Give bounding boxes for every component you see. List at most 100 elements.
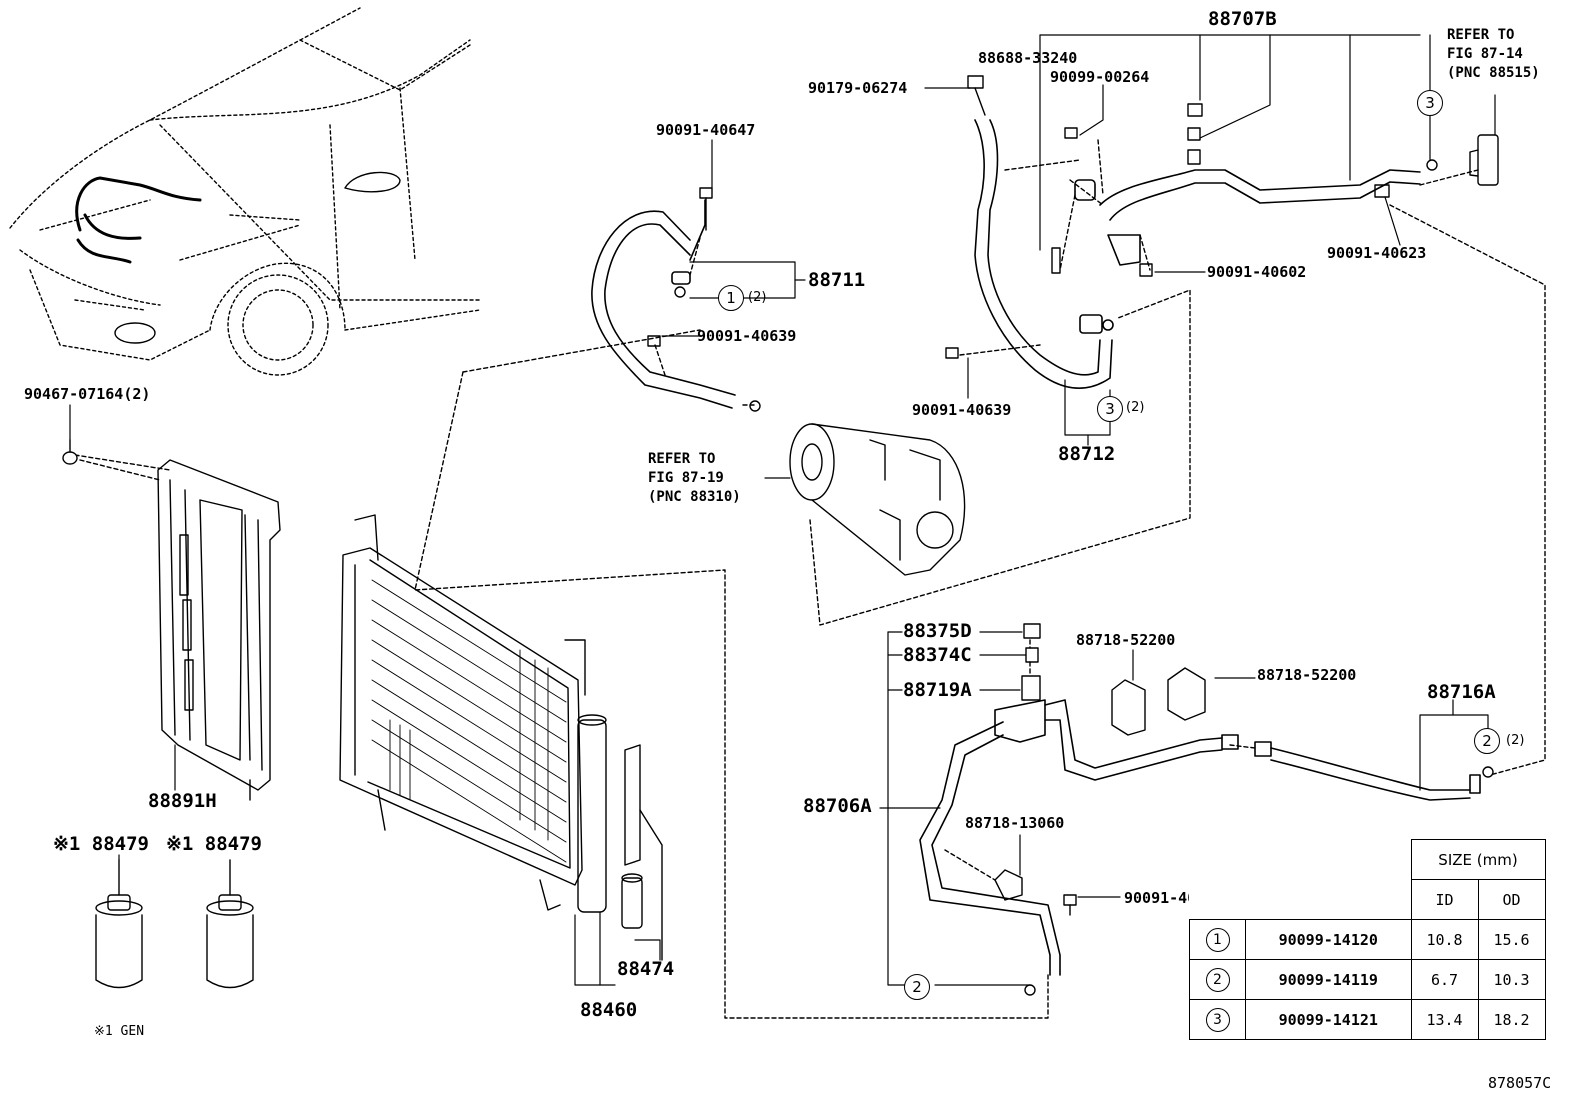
label-90091-40647-top[interactable]: 90091-40647 [656,121,756,139]
diagram-id: 878057C [1488,1074,1552,1092]
receiver-tank [577,714,607,913]
refer-88310[interactable]: REFER TO FIG 87-19 (PNC 88310) [648,450,741,507]
callout-2-bottom: 2 [904,974,930,1000]
callout-3-top: 3 [1417,90,1443,116]
leader-lines [69,34,1496,986]
size-row-1: 1 90099-14120 10.8 15.6 [1189,919,1546,960]
hose-88707b-dashes [959,139,1546,776]
callout-2-qty: (2) [1506,733,1525,748]
hose-88711 [591,199,736,409]
car-mirror [114,171,401,344]
hose-88711-dashes [654,237,756,406]
bolt-90091-40623 [1374,184,1390,198]
label-88374c[interactable]: 88374C [903,644,972,666]
label-88711[interactable]: 88711 [808,269,866,291]
tube-dashes [414,569,1256,1019]
plug-88375d [1023,623,1041,639]
bolt-90091-40647-bot [1063,894,1077,916]
refer-88515[interactable]: REFER TO FIG 87-14 (PNC 88515) [1447,26,1540,83]
refer-88310-line1: REFER TO [648,451,716,467]
size-row-3-num: 3 [1205,1007,1230,1032]
label-88712[interactable]: 88712 [1058,443,1116,465]
size-row-1-num: 1 [1205,927,1230,952]
shroud-88891h [157,459,281,801]
label-88719a[interactable]: 88719A [903,679,972,701]
label-88718-52200-b[interactable]: 88718-52200 [1257,666,1357,684]
size-row-3-part[interactable]: 90099-14121 [1245,999,1412,1040]
label-88891h[interactable]: 88891H [148,790,217,812]
car-wheel [227,274,329,376]
label-88716a[interactable]: 88716A [1427,681,1496,703]
clamp-88718-13060 [994,869,1023,901]
clip-90467 [74,454,171,481]
size-row-2: 2 90099-14119 6.7 10.3 [1189,959,1546,1000]
callout-3-qty: (2) [1126,400,1145,415]
refer-88515-line3: (PNC 88515) [1447,65,1540,81]
size-row-2-od: 10.3 [1477,959,1546,1000]
hose-88707b [1074,169,1421,266]
tube-88716a [1254,741,1481,801]
refrigerant-can-left [95,859,143,989]
label-88479-b[interactable]: ※1 88479 [166,833,262,855]
size-col-id: ID [1410,879,1479,920]
switch-88719a [1021,675,1041,701]
filter-88474 [621,744,663,961]
label-88718-13060[interactable]: 88718-13060 [965,814,1065,832]
label-88375d[interactable]: 88375D [903,620,972,642]
size-row-2-id: 6.7 [1410,959,1479,1000]
label-90091-40623[interactable]: 90091-40623 [1327,244,1427,262]
bracket-88688 [1051,247,1061,274]
label-90091-40602[interactable]: 90091-40602 [1207,263,1307,281]
size-row-2-part[interactable]: 90099-14119 [1245,959,1412,1000]
label-88479-a[interactable]: ※1 88479 [53,833,149,855]
refer-88515-line2: FIG 87-14 [1447,46,1523,62]
callout-3-mid: 3 [1097,396,1123,422]
clamp-88718-52200-b [1167,667,1206,721]
bolt-90091-40647-top [699,187,713,231]
label-88460[interactable]: 88460 [580,999,638,1021]
valve-88374c [1025,647,1039,663]
bolt-90091-40639-a [647,335,661,347]
bolt-90179 [967,75,986,116]
car-ac-lines [75,176,202,264]
car-illustration [9,7,481,361]
refer-88515-line1: REFER TO [1447,27,1515,43]
oring-88711 [749,400,761,412]
label-90099-00264[interactable]: 90099-00264 [1050,68,1150,86]
compressor [789,423,966,576]
label-90091-40639-b[interactable]: 90091-40639 [912,401,1012,419]
label-90091-40639-a[interactable]: 90091-40639 [697,327,797,345]
label-88718-52200-a[interactable]: 88718-52200 [1076,631,1176,649]
label-90179-06274[interactable]: 90179-06274 [808,79,908,97]
hose-88712 [974,119,1114,390]
callout-1: 1 [718,285,744,311]
small-orings [674,159,1494,996]
size-row-3-od: 18.2 [1477,999,1546,1040]
size-row-1-od: 15.6 [1477,919,1546,960]
refer-88310-line2: FIG 87-19 [648,470,724,486]
condenser-88460 [339,514,586,911]
tube-88706a [919,699,1239,976]
label-88688-33240[interactable]: 88688-33240 [978,49,1078,67]
label-88706a[interactable]: 88706A [803,795,872,817]
refer-88310-line3: (PNC 88310) [648,489,741,505]
size-row-1-id: 10.8 [1410,919,1479,960]
refrigerant-can-right [206,859,254,989]
size-row-2-num: 2 [1205,967,1230,992]
clamp-88718-52200-a [1111,679,1146,736]
bolt-90091-40602 [1139,263,1153,277]
label-90467-07164[interactable]: 90467-07164(2) [24,385,151,403]
label-88474[interactable]: 88474 [617,958,675,980]
size-col-od: OD [1477,879,1546,920]
cap-top [1187,103,1203,165]
label-gen-note: ※1 GEN [94,1024,145,1039]
bolt-90091-40639-b [945,347,959,359]
bolt-90099-00264 [1064,127,1078,139]
size-row-1-part[interactable]: 90099-14120 [1245,919,1412,960]
callout-1-qty: (2) [748,290,767,305]
size-row-3-id: 13.4 [1410,999,1479,1040]
label-88707b[interactable]: 88707B [1208,8,1277,30]
expansion-valve [1469,134,1499,186]
